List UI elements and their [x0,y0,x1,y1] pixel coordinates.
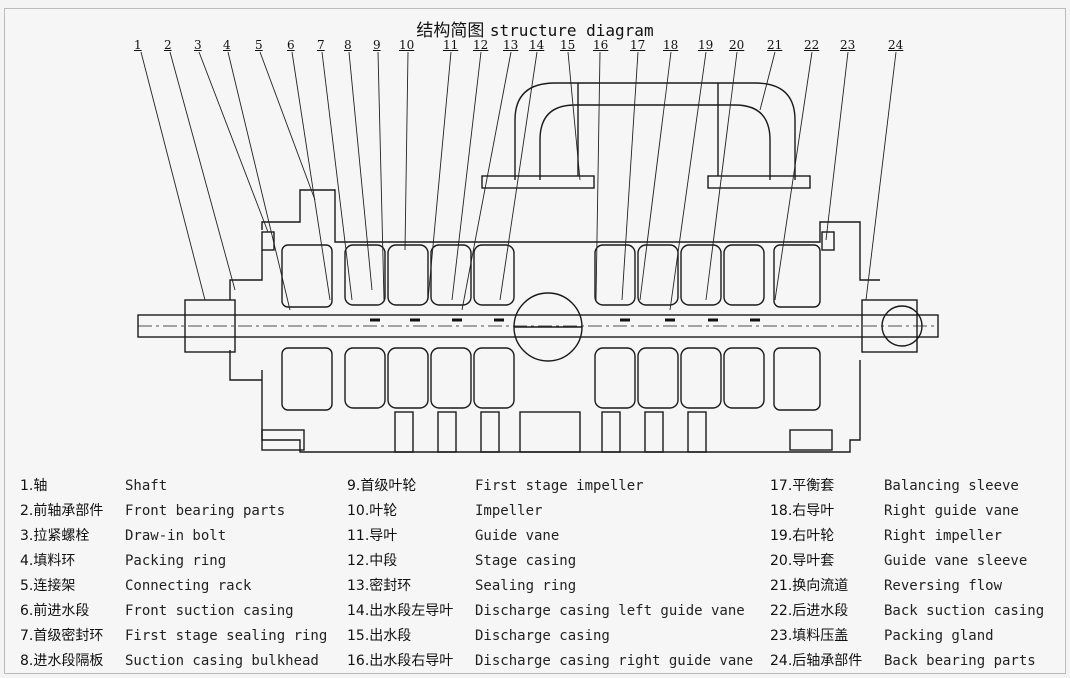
callout-22: 22 [804,38,820,52]
return-flange [707,175,811,189]
title-en: structure diagram [489,21,654,40]
callout-23: 23 [840,38,856,52]
crossover-pipe-inner [539,104,771,180]
callout-1: 1 [134,38,142,52]
back-bearing-housing [861,299,918,353]
callout-20: 20 [729,38,745,52]
front-bearing-housing [184,299,236,353]
callout-21: 21 [767,38,783,52]
callout-2: 2 [164,38,172,52]
callout-16: 16 [593,38,609,52]
title-zh: 结构简图 [416,21,485,41]
callout-8: 8 [344,38,352,52]
callout-4: 4 [223,38,231,52]
back-suction-casing [773,244,821,308]
front-suction-casing [281,244,333,308]
callout-19: 19 [698,38,714,52]
callout-12: 12 [473,38,489,52]
callout-9: 9 [373,38,381,52]
callout-11: 11 [443,38,459,52]
discharge-flange [481,175,595,189]
crossover-pipe-outer [514,82,796,180]
callout-10: 10 [399,38,415,52]
callout-18: 18 [663,38,679,52]
callout-6: 6 [287,38,295,52]
callout-24: 24 [888,38,904,52]
callout-3: 3 [194,38,202,52]
callout-17: 17 [630,38,646,52]
callout-5: 5 [255,38,263,52]
callout-13: 13 [503,38,519,52]
callout-14: 14 [529,38,545,52]
pump-cross-section-drawing [137,51,939,453]
stages-upper [344,244,765,306]
callout-7: 7 [317,38,325,52]
diagram-title: 结构简图 structure diagram [0,16,1070,41]
callout-15: 15 [560,38,576,52]
stages-lower [344,347,765,409]
